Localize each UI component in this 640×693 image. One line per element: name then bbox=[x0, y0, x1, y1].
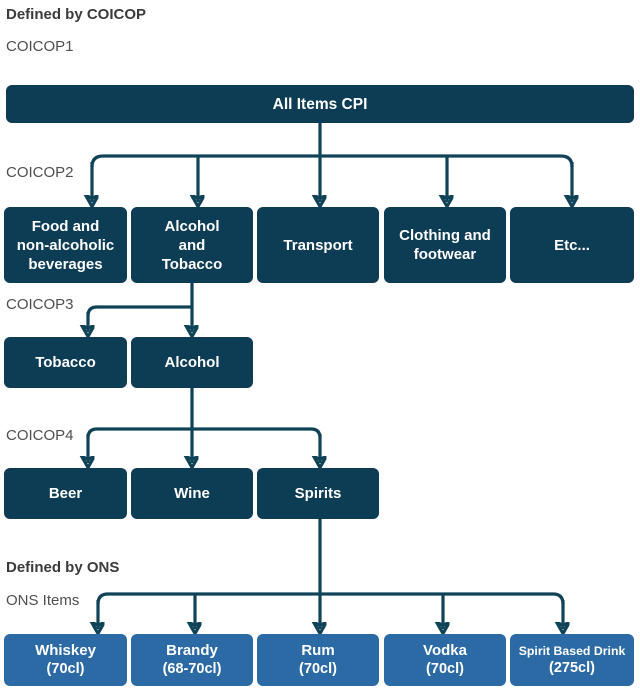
ons-item-size: (70cl) bbox=[46, 661, 85, 677]
ons-item-name: Whiskey bbox=[35, 642, 96, 659]
node-rum: Rum (70cl) bbox=[257, 634, 379, 686]
coicop2-level-label: COICOP2 bbox=[6, 164, 74, 181]
coicop1-level-label: COICOP1 bbox=[6, 38, 74, 55]
connector-alcohol-to-coicop4 bbox=[88, 388, 320, 463]
node-all-items-cpi: All Items CPI bbox=[6, 85, 634, 123]
ons-item-name: Spirit Based Drink bbox=[518, 643, 626, 658]
ons-item-size: (70cl) bbox=[426, 661, 464, 677]
node-etc: Etc... bbox=[510, 207, 634, 283]
node-food-and-non-alcoholic-beverages: Food and non-alcoholic beverages bbox=[4, 207, 127, 283]
node-transport: Transport bbox=[257, 207, 379, 283]
ons-item-name: Rum bbox=[301, 642, 335, 659]
ons-item-name: Brandy bbox=[166, 642, 218, 659]
node-spirits: Spirits bbox=[257, 468, 379, 519]
ons-section-heading: Defined by ONS bbox=[6, 559, 120, 576]
node-alcohol: Alcohol bbox=[131, 337, 253, 388]
node-wine: Wine bbox=[131, 468, 253, 519]
node-clothing-and-footwear: Clothing and footwear bbox=[384, 207, 506, 283]
ons-items-level-label: ONS Items bbox=[6, 592, 80, 609]
node-beer: Beer bbox=[4, 468, 127, 519]
ons-item-size: (70cl) bbox=[299, 661, 337, 677]
node-whiskey: Whiskey (70cl) bbox=[4, 634, 127, 686]
ons-item-name: Vodka bbox=[423, 642, 467, 659]
ons-item-size: (275cl) bbox=[549, 659, 595, 676]
ons-item-size: (68-70cl) bbox=[162, 661, 222, 677]
node-spirit-based-drink: Spirit Based Drink (275cl) bbox=[510, 634, 634, 686]
coicop4-level-label: COICOP4 bbox=[6, 427, 74, 444]
connector-allitems-to-coicop2 bbox=[92, 123, 572, 202]
coicop3-level-label: COICOP3 bbox=[6, 296, 74, 313]
connector-spirits-to-ons-items bbox=[98, 519, 563, 629]
node-brandy: Brandy (68-70cl) bbox=[131, 634, 253, 686]
node-alcohol-and-tobacco: Alcohol and Tobacco bbox=[131, 207, 253, 283]
node-vodka: Vodka (70cl) bbox=[384, 634, 506, 686]
node-tobacco: Tobacco bbox=[4, 337, 127, 388]
connector-alcoholtobacco-to-coicop3 bbox=[88, 283, 192, 332]
coicop-section-heading: Defined by COICOP bbox=[6, 6, 147, 23]
